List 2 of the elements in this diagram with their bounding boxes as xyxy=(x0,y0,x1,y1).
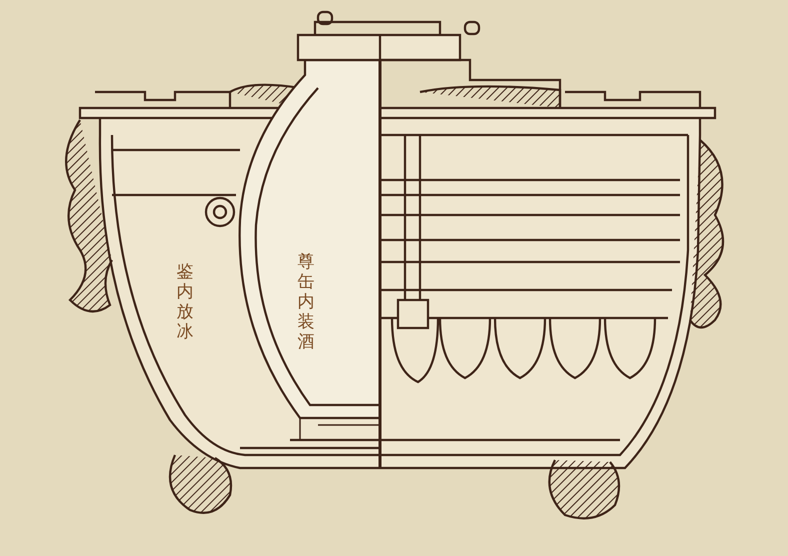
text-label: 鉴内放冰 xyxy=(176,262,194,342)
text-label: 尊缶内装酒 xyxy=(297,252,315,352)
